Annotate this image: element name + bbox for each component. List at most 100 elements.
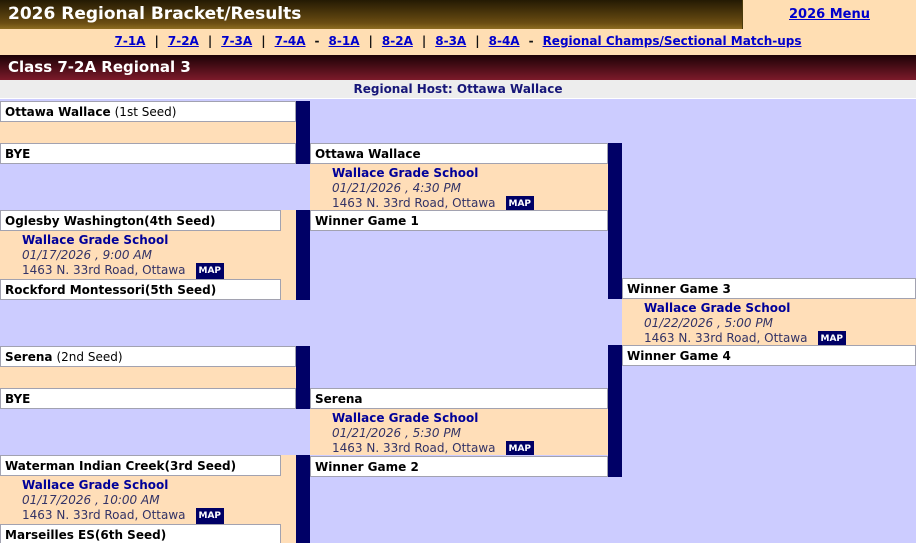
nav-link-8-2a[interactable]: 8-2A (381, 34, 413, 48)
connector-bar-pair3 (296, 346, 310, 409)
team-name: Rockford Montessori (5, 283, 145, 297)
nav-link-8-4a[interactable]: 8-4A (488, 34, 520, 48)
nav-link-regional-champs[interactable]: Regional Champs/Sectional Match-ups (542, 34, 802, 48)
final-venue: Wallace Grade School (644, 301, 791, 315)
class-nav: 7-1A|7-2A|7-3A|7-4A-8-1A|8-2A|8-3A|8-4A-… (0, 29, 916, 55)
bye-game-slot (0, 367, 296, 388)
team-name: Waterman Indian Creek (5, 459, 165, 473)
final-map-link[interactable]: MAP (817, 331, 847, 345)
game2-venue: Wallace Grade School (22, 478, 169, 492)
game1-map-link[interactable]: MAP (195, 263, 225, 279)
game2-address-text: 1463 N. 33rd Road, Ottawa (22, 508, 186, 522)
nav-link-8-1a[interactable]: 8-1A (328, 34, 360, 48)
team-name: Marseilles ES (5, 528, 95, 542)
nav-separator: | (475, 34, 480, 48)
bracket-field: Ottawa Wallace(1st Seed) BYE Oglesby Was… (0, 99, 916, 543)
menu-box: 2026 Menu (742, 0, 916, 29)
connector-bar-pair4 (296, 455, 310, 543)
semi1-info: Wallace Grade School 01/21/2026 , 4:30 P… (310, 164, 608, 210)
nav-link-7-2a[interactable]: 7-2A (167, 34, 199, 48)
team-name: Serena (315, 392, 363, 406)
semi2-venue: Wallace Grade School (332, 411, 479, 425)
bye-game-slot (0, 122, 296, 143)
team-row-seed1: Ottawa Wallace(1st Seed) (0, 101, 296, 122)
game2-info: Wallace Grade School 01/17/2026 , 10:00 … (0, 476, 296, 524)
nav-separator: | (421, 34, 427, 48)
semi1-advancer-row: Ottawa Wallace (310, 143, 608, 164)
semi2-address-text: 1463 N. 33rd Road, Ottawa (332, 441, 496, 455)
winner-label: Winner Game 2 (315, 460, 419, 474)
semi1-datetime: 01/21/2026 , 4:30 PM (332, 181, 461, 195)
semi2-info: Wallace Grade School 01/21/2026 , 5:30 P… (310, 409, 608, 455)
semi1-address: 1463 N. 33rd Road, Ottawa MAP (332, 196, 608, 210)
team-name: Ottawa Wallace (5, 105, 111, 119)
final-info: Wallace Grade School 01/22/2026 , 5:00 P… (622, 299, 916, 345)
team-name: Oglesby Washington (5, 214, 145, 228)
winner-label: Winner Game 4 (627, 349, 731, 363)
team-row-seed5: Rockford Montessori(5th Seed) (0, 279, 296, 300)
game2-address: 1463 N. 33rd Road, Ottawa MAP (22, 508, 296, 524)
team-cell: Waterman Indian Creek(3rd Seed) (0, 455, 281, 476)
game1-venue: Wallace Grade School (22, 233, 169, 247)
game1-info: Wallace Grade School 01/17/2026 , 9:00 A… (0, 231, 296, 279)
connector-bar-semi1 (608, 143, 622, 299)
winner-game3-row: Winner Game 3 (622, 278, 916, 299)
nav-separator: | (368, 34, 373, 48)
nav-link-7-3a[interactable]: 7-3A (221, 34, 253, 48)
team-row-seed3: Waterman Indian Creek(3rd Seed) (0, 455, 296, 476)
nav-link-8-3a[interactable]: 8-3A (435, 34, 467, 48)
team-seed: (4th Seed) (144, 214, 216, 228)
game1-datetime: 01/17/2026 , 9:00 AM (22, 248, 152, 262)
regional-title: Class 7-2A Regional 3 (8, 58, 191, 76)
nav-separator: - (528, 34, 534, 48)
winner-label: Winner Game 3 (627, 282, 731, 296)
final-address-text: 1463 N. 33rd Road, Ottawa (644, 331, 808, 345)
nav-link-7-1a[interactable]: 7-1A (114, 34, 146, 48)
semi1-map-link[interactable]: MAP (505, 196, 535, 210)
team-name: Ottawa Wallace (315, 147, 421, 161)
title-bar: 2026 Regional Bracket/Results 2026 Menu (0, 0, 916, 29)
page-title: 2026 Regional Bracket/Results (8, 4, 302, 24)
team-row-seed6: Marseilles ES(6th Seed) (0, 524, 296, 543)
team-seed: (3rd Seed) (164, 459, 237, 473)
team-cell: Marseilles ES(6th Seed) (0, 524, 281, 543)
nav-separator: | (207, 34, 213, 48)
semi2-address: 1463 N. 33rd Road, Ottawa MAP (332, 441, 608, 455)
final-address: 1463 N. 33rd Road, Ottawa MAP (644, 331, 916, 345)
connector-bar-semi2 (608, 345, 622, 477)
team-seed: (5th Seed) (144, 283, 217, 297)
nav-separator: - (314, 34, 320, 48)
team-seed: (6th Seed) (94, 528, 167, 542)
game1-address-text: 1463 N. 33rd Road, Ottawa (22, 263, 186, 277)
team-cell: Rockford Montessori(5th Seed) (0, 279, 281, 300)
connector-bar-pair1 (296, 101, 310, 164)
winner-game2-row: Winner Game 2 (310, 456, 608, 477)
team-name: Serena (5, 350, 53, 364)
nav-separator: | (261, 34, 266, 48)
team-row-bye2: BYE (0, 388, 296, 409)
nav-separator: | (154, 34, 159, 48)
semi1-venue: Wallace Grade School (332, 166, 479, 180)
game2-map-link[interactable]: MAP (195, 508, 225, 524)
team-row-bye1: BYE (0, 143, 296, 164)
team-name: BYE (5, 147, 31, 161)
regional-title-bar: Class 7-2A Regional 3 (0, 55, 916, 80)
winner-game4-row: Winner Game 4 (622, 345, 916, 366)
semi2-map-link[interactable]: MAP (505, 441, 535, 455)
final-datetime: 01/22/2026 , 5:00 PM (644, 316, 773, 330)
team-cell: Oglesby Washington(4th Seed) (0, 210, 281, 231)
semi2-datetime: 01/21/2026 , 5:30 PM (332, 426, 461, 440)
team-seed: (2nd Seed) (56, 350, 123, 364)
team-row-seed4: Oglesby Washington(4th Seed) (0, 210, 296, 231)
winner-game1-row: Winner Game 1 (310, 210, 608, 231)
semi1-address-text: 1463 N. 33rd Road, Ottawa (332, 196, 496, 210)
game1-address: 1463 N. 33rd Road, Ottawa MAP (22, 263, 296, 279)
connector-bar-pair2 (296, 210, 310, 300)
team-row-seed2: Serena(2nd Seed) (0, 346, 296, 367)
team-seed: (1st Seed) (114, 105, 177, 119)
nav-link-7-4a[interactable]: 7-4A (274, 34, 306, 48)
menu-link[interactable]: 2026 Menu (789, 7, 870, 22)
semi2-advancer-row: Serena (310, 388, 608, 409)
team-name: BYE (5, 392, 31, 406)
